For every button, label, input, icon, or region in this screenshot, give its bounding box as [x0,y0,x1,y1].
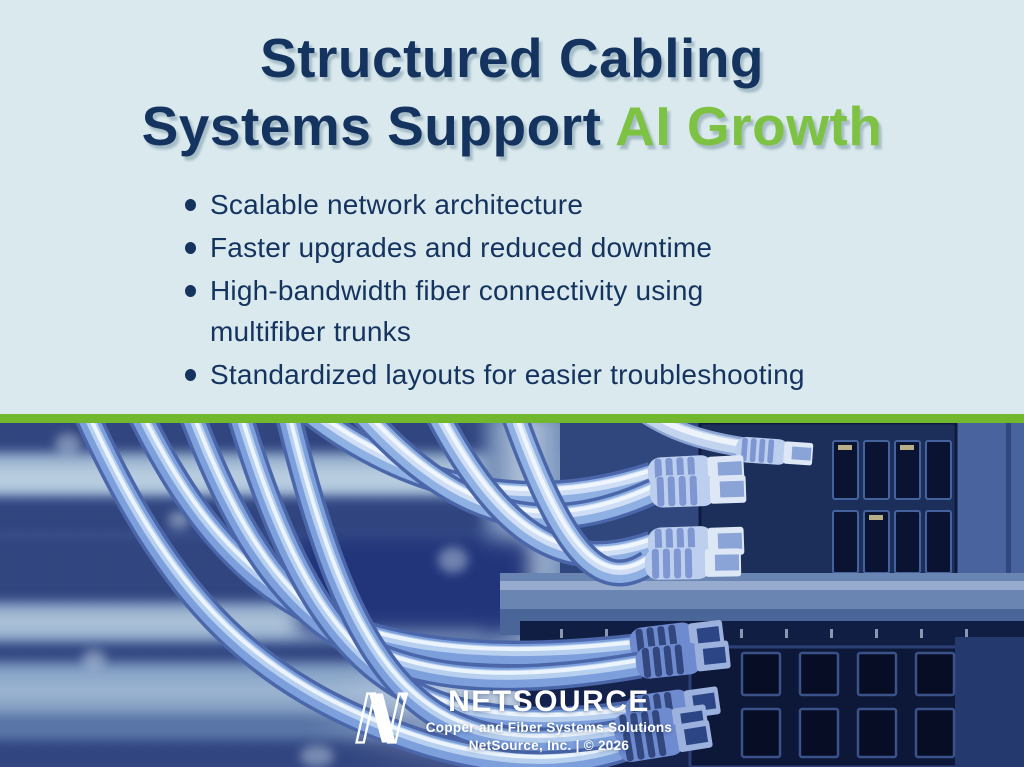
netsource-logo: NETSOURCE Copper and Fiber Systems Solut… [0,687,1024,755]
benefit-list: Scalable network architecture Faster upg… [185,184,950,397]
netsource-n-icon [352,689,410,752]
cables-and-panel-graphic [75,423,1024,767]
title-line2: Systems Support [141,95,616,157]
brand-legal-line: NetSource, Inc. | © 2026 [468,738,630,754]
list-item: Faster upgrades and reduced downtime [185,227,950,268]
list-item: Scalable network architecture [185,184,950,225]
list-item: Standardized layouts for easier troubles… [185,354,950,395]
brand-name: NETSOURCE [448,685,650,719]
brand-tagline: Copper and Fiber Systems Solutions [425,720,673,736]
server-room-photo: NETSOURCE Copper and Fiber Systems Solut… [0,423,1024,767]
list-item: High-bandwidth fiber connectivity using … [185,270,950,352]
green-divider [0,414,1024,423]
title-highlight: AI Growth [615,95,883,157]
title-line1: Structured Cabling [259,27,765,89]
